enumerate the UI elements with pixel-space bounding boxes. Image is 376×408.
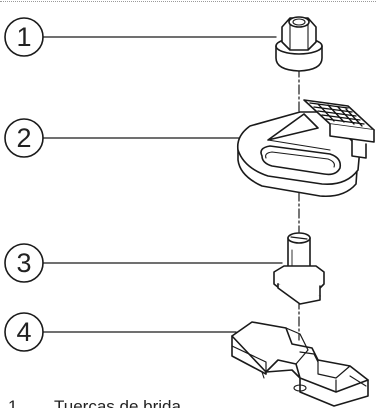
callout-number: 1 (16, 22, 31, 52)
top-divider (0, 1, 376, 2)
parts-legend: 1 Tuercas de brida (8, 395, 368, 408)
flange-nut (275, 16, 323, 72)
callout-2: 2 (4, 118, 247, 158)
grip-hatch (309, 102, 365, 127)
legend-item-number: 1 (8, 397, 18, 408)
callout-number: 4 (16, 317, 31, 347)
callout-number: 3 (16, 248, 31, 278)
callout-4: 4 (4, 312, 237, 352)
clamp-plate (236, 99, 375, 198)
callout-number: 2 (16, 123, 31, 153)
base-block (231, 321, 369, 407)
t-bolt (273, 232, 325, 305)
callout-3: 3 (4, 243, 283, 283)
legend-item-label: Tuercas de brida (54, 397, 181, 408)
callout-1: 1 (4, 17, 277, 57)
